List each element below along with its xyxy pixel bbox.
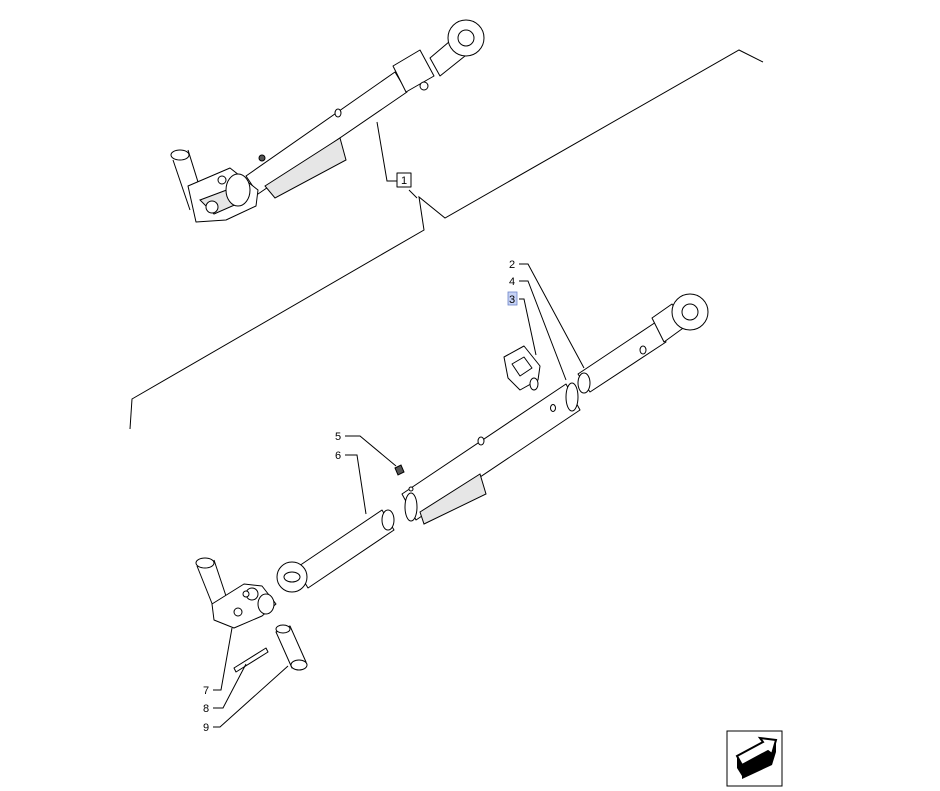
assembled-top-link (170, 19, 485, 223)
callout-5[interactable]: 5 (335, 431, 341, 443)
callout-leader-3 (519, 298, 537, 356)
part-5-grease-nipple (394, 464, 405, 476)
callout-leader-1 (376, 121, 397, 182)
callout-4[interactable]: 4 (509, 276, 515, 288)
part-6-lower-rod (276, 509, 395, 593)
next-page-arrow-icon[interactable] (726, 730, 783, 787)
callout-leader-9 (213, 665, 289, 728)
callout-9[interactable]: 9 (203, 722, 209, 734)
callout-leader-2 (519, 263, 585, 369)
part-2-upper-rod (577, 293, 709, 394)
callout-leader-7 (213, 627, 233, 691)
callout-3[interactable]: 3 (509, 294, 515, 306)
main-tube (401, 382, 581, 525)
callout-2[interactable]: 2 (509, 259, 515, 271)
callout-leader-8 (213, 663, 247, 709)
group-bracket-line (129, 49, 764, 430)
part-7-8-lower-bracket (195, 557, 277, 629)
part-3-4-lock-clip (503, 345, 541, 391)
callout-leader-5 (345, 435, 397, 467)
callout-leader-1-down (408, 189, 418, 199)
part-9-clevis-pin (275, 624, 308, 671)
callout-6[interactable]: 6 (335, 450, 341, 462)
callout-3-highlight (507, 291, 518, 306)
callout-8[interactable]: 8 (203, 703, 209, 715)
part-8-cotter-pin (233, 647, 269, 673)
callout-1[interactable]: 1 (396, 172, 412, 188)
callout-1-label: 1 (401, 175, 407, 187)
callout-leader-6 (345, 454, 367, 515)
callout-7[interactable]: 7 (203, 685, 209, 697)
callout-leader-4 (519, 280, 567, 381)
